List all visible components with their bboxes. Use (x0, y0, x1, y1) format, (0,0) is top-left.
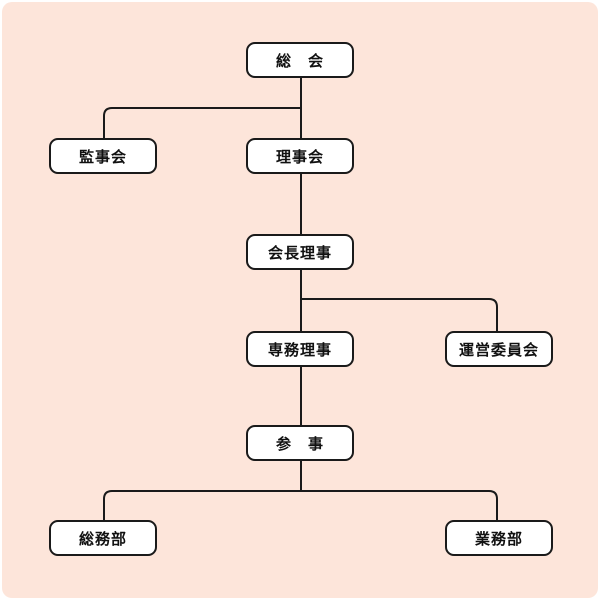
node-chairman: 会長理事 (246, 234, 354, 270)
node-counselor: 参 事 (246, 425, 354, 461)
node-managing-director: 専務理事 (246, 331, 354, 367)
connector-departments (103, 460, 498, 520)
node-general-assembly: 総 会 (246, 42, 354, 78)
connector-auditors (103, 107, 301, 138)
node-board: 理事会 (246, 138, 354, 174)
node-auditors: 監事会 (49, 138, 157, 174)
node-general-affairs: 総務部 (49, 520, 157, 556)
node-steering-committee: 運営委員会 (445, 331, 553, 367)
node-business-affairs: 業務部 (445, 520, 553, 556)
connector-steering (301, 298, 498, 332)
